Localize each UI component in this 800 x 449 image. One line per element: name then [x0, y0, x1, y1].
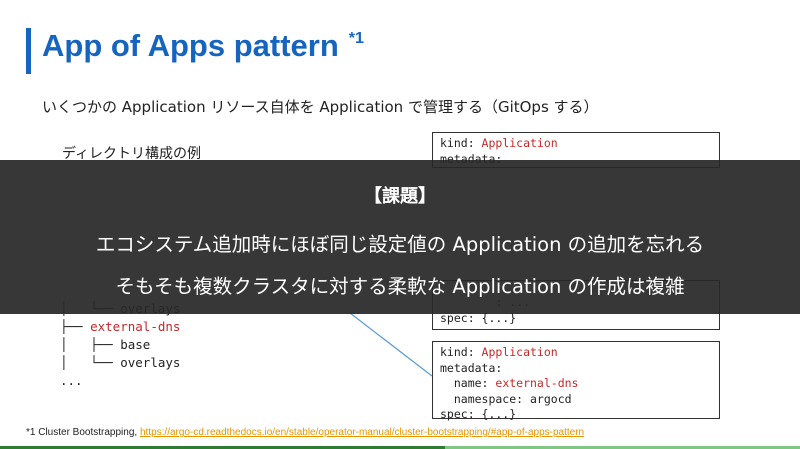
banner-line-2: そもそも複数クラスタに対する柔軟な Application の作成は複雑	[115, 275, 685, 298]
bottom-accent-line	[0, 446, 800, 449]
code-block-external-dns: kind: Application metadata: name: extern…	[432, 341, 720, 421]
page-title: App of Apps pattern *1	[42, 28, 364, 64]
title-accent-bar	[26, 28, 31, 74]
tree-ellipsis: ...	[60, 373, 83, 388]
tree-item: overlays	[120, 355, 181, 370]
title-text: App of Apps pattern	[42, 28, 339, 63]
title-footnote-mark: *1	[348, 29, 364, 47]
tree-item-external-dns: external-dns	[90, 319, 181, 334]
banner-line-1: エコシステム追加時にほぼ同じ設定値の Application の追加を忘れる	[95, 233, 705, 256]
issue-banner: 【課題】 エコシステム追加時にほぼ同じ設定値の Application の追加を…	[0, 160, 800, 314]
subtitle: いくつかの Application リソース自体を Application で管…	[42, 98, 599, 116]
banner-heading: 【課題】	[364, 186, 436, 207]
footnote-link[interactable]: https://argo-cd.readthedocs.io/en/stable…	[139, 427, 585, 438]
directory-label: ディレクトリ構成の例	[62, 146, 202, 162]
footnote: *1 Cluster Bootstrapping, https://argo-c…	[26, 427, 585, 438]
tree-item: base	[120, 337, 151, 352]
